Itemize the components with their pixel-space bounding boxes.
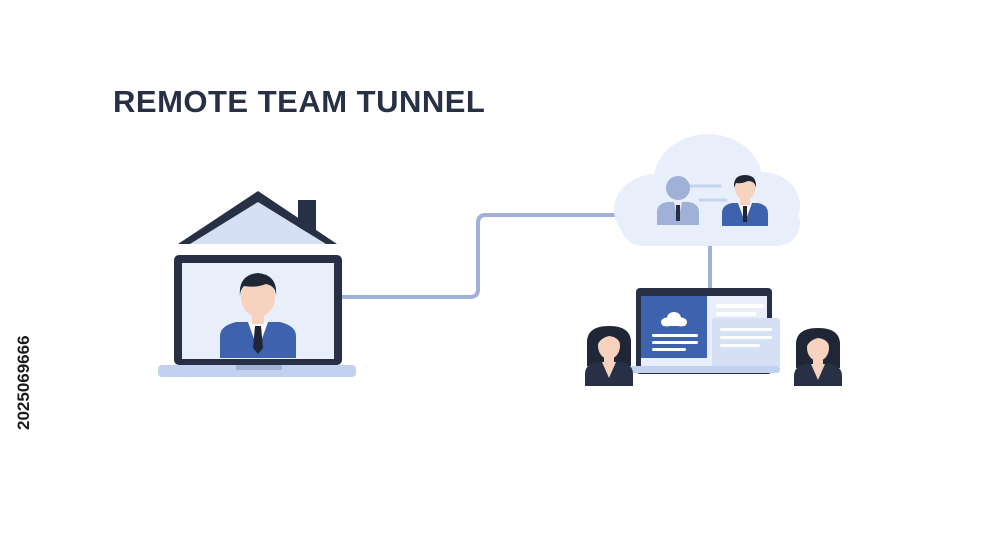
connector-lines <box>338 213 712 299</box>
man-avatar-icon <box>722 175 768 226</box>
house-icon <box>178 191 337 244</box>
man-avatar-icon <box>220 273 296 358</box>
tablet-icon <box>630 288 780 374</box>
laptop-icon <box>158 255 356 377</box>
cloud-icon <box>661 312 687 327</box>
person-silhouette-icon <box>657 176 699 225</box>
page-title: REMOTE TEAM TUNNEL <box>113 84 486 119</box>
woman-avatar-icon <box>585 326 633 386</box>
cloud-icon <box>614 134 800 246</box>
woman-avatar-icon <box>794 328 842 386</box>
